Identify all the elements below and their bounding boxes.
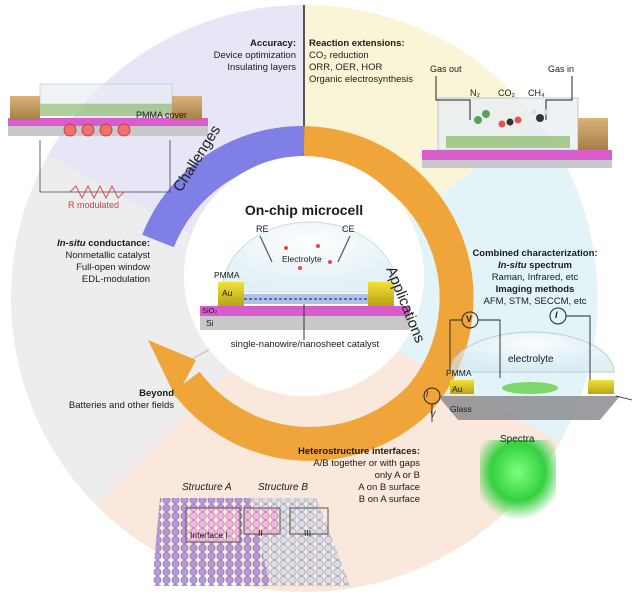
center-electrolyte-label: Electrolyte	[282, 254, 322, 264]
center-device	[200, 221, 410, 340]
hetero-item-3: A on B surface	[358, 482, 420, 493]
center-au-left	[218, 282, 244, 306]
hetero-item-2: only A or B	[374, 470, 420, 481]
interface-2-label: II	[258, 528, 263, 538]
center-re-label: RE	[256, 224, 269, 234]
spectra-label: Spectra	[500, 434, 535, 445]
reaction-device	[422, 76, 612, 168]
conductance-title-italic: In-situ	[57, 238, 86, 249]
interface-2-box	[243, 507, 281, 535]
combined-spectrum-items: Raman, Infrared, etc	[491, 272, 579, 283]
pmma-cover-label: PMMA cover	[136, 110, 188, 120]
beyond-title: Beyond	[139, 388, 174, 399]
structure-a-label: Structure A	[182, 482, 232, 493]
conductance-title: In-situ conductance:	[30, 238, 150, 250]
combined-pmma-label: PMMA	[446, 368, 472, 378]
accuracy-item-1: Device optimization	[213, 50, 296, 61]
applications-ring	[172, 126, 474, 461]
ch4-label: CH₄	[528, 88, 545, 98]
v-symbol: V	[466, 314, 473, 324]
beyond-text: Batteries and other fields	[68, 400, 174, 411]
interface-3-label: III	[304, 528, 312, 538]
interface-3-box	[289, 507, 329, 535]
combined-au-label: Au	[452, 384, 463, 394]
combined-spectrum-italic: In-situ	[498, 260, 527, 271]
hetero-item-4: B on A surface	[358, 494, 420, 505]
conductance-item-3: EDL-modulation	[81, 274, 150, 285]
combined-spectrum-rest: spectrum	[526, 260, 572, 271]
combined-imaging-title: Imaging methods	[495, 284, 575, 295]
combined-spectrum-title: In-situ spectrum	[440, 260, 630, 272]
center-pmma-label: PMMA	[214, 270, 240, 280]
pmma-cover-device	[8, 83, 208, 200]
quadrant-left	[10, 155, 304, 505]
reaction-item-2: ORR, OER, HOR	[309, 62, 383, 73]
center-sio2-label: SiO₂	[202, 306, 218, 315]
combined-au-right	[588, 380, 614, 394]
structure-b-label: Structure B	[258, 482, 309, 493]
combined-glass-label: Glass	[450, 404, 472, 414]
conductance-item-1: Nonmetallic catalyst	[65, 250, 150, 261]
reaction-title: Reaction extensions:	[309, 38, 405, 49]
hetero-lattice	[152, 498, 350, 586]
gas-out-label: Gas out	[430, 64, 462, 74]
center-caption: single-nanowire/nanosheet catalyst	[230, 339, 380, 350]
i-symbol: I	[555, 310, 558, 320]
combined-au-left	[450, 380, 474, 394]
n2-label: N₂	[470, 88, 480, 98]
vds-label: V	[430, 410, 436, 419]
co2-label: CO₂	[498, 88, 515, 98]
reaction-item-1: CO₂ reduction	[309, 50, 369, 61]
interface-1-box	[185, 507, 241, 543]
center-sio2-layer	[200, 306, 410, 316]
center-ce-label: CE	[342, 224, 355, 234]
ids-label: I	[426, 390, 429, 399]
hetero-title: Heterostructure interfaces:	[298, 446, 420, 457]
combined-imaging-items: AFM, STM, SECCM, etc	[483, 296, 587, 307]
conductance-title-rest: conductance:	[85, 238, 150, 249]
center-re-probe	[259, 235, 273, 263]
center-au-right	[368, 282, 394, 306]
applications-arrowhead	[148, 340, 196, 398]
reaction-item-3: Organic electrosynthesis	[309, 74, 414, 85]
center-au-label: Au	[222, 288, 233, 298]
conductance-item-2: Full-open window	[76, 262, 150, 273]
combined-electrolyte-label: electrolyte	[508, 354, 554, 365]
interface-1-label: Interface I	[190, 530, 228, 540]
center-dome	[221, 221, 399, 293]
accuracy-item-2: Insulating layers	[227, 62, 296, 73]
center-title: On-chip microcell	[244, 202, 364, 218]
challenges-ring	[142, 125, 305, 248]
spectra-beam	[480, 440, 556, 520]
center-ce-probe	[337, 235, 351, 263]
accuracy-title: Accuracy:	[250, 38, 296, 49]
center-si-label: Si	[206, 318, 214, 328]
rings	[142, 125, 474, 461]
gas-in-label: Gas in	[548, 64, 575, 74]
combined-title: Combined characterization:	[472, 248, 598, 259]
center-si-layer	[200, 316, 410, 330]
combined-device	[423, 307, 633, 520]
r-modulated-label: R modulated	[68, 200, 120, 210]
hetero-item-1: A/B together or with gaps	[313, 458, 420, 469]
